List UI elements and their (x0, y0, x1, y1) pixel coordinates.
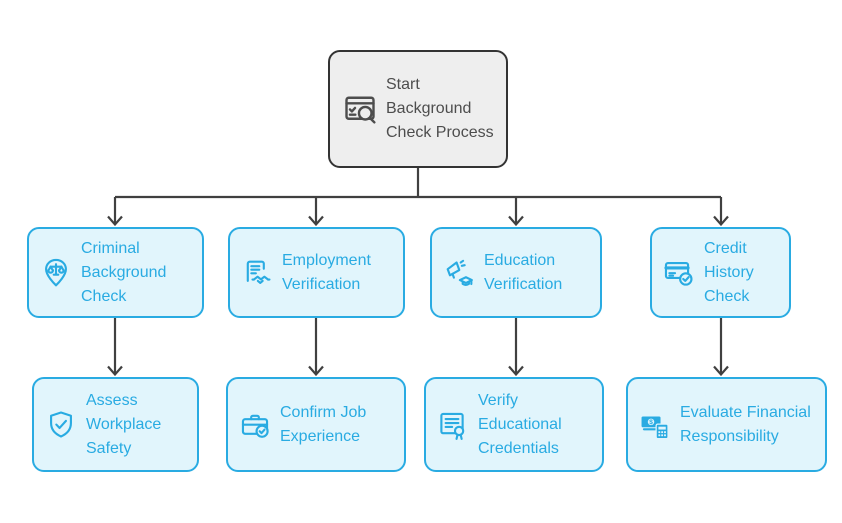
node-verify-educational-credentials: Verify Educational Credentials (424, 377, 604, 472)
arrow-start-to-branches (107, 168, 729, 227)
node-label: Start Background Check Process (386, 76, 494, 141)
node-label: Credit History Check (704, 239, 754, 305)
node-employment-verification: Employment Verification (228, 227, 405, 318)
node-label: Verify Educational Credentials (478, 391, 562, 457)
node-assess-workplace-safety: Assess Workplace Safety (32, 377, 199, 472)
document-handshake-icon (240, 256, 274, 290)
node-credit-history-check: Credit History Check (650, 227, 791, 318)
certificate-ribbon-icon (436, 408, 470, 442)
briefcase-check-badge-icon (238, 408, 272, 442)
svg-text:$: $ (649, 419, 653, 426)
node-label: Confirm Job Experience (280, 403, 367, 445)
node-evaluate-financial-responsibility: $ Evaluate Financial Responsibility (626, 377, 827, 472)
node-label: Assess Workplace Safety (86, 391, 162, 457)
justice-scales-pin-icon (39, 256, 73, 290)
node-label: Employment Verification (282, 251, 371, 293)
money-calculator-icon: $ (638, 408, 672, 442)
background-check-search-icon (342, 91, 378, 127)
node-label: Education Verification (484, 251, 563, 293)
node-criminal-background-check: Criminal Background Check (27, 227, 204, 318)
node-start-background-check: Start Background Check Process (328, 50, 508, 168)
node-label: Evaluate Financial Responsibility (680, 403, 811, 445)
node-education-verification: Education Verification (430, 227, 602, 318)
node-label: Criminal Background Check (81, 239, 167, 305)
credit-card-check-icon (662, 256, 696, 290)
megaphone-graduation-cap-icon (442, 256, 476, 290)
shield-check-icon (44, 408, 78, 442)
node-confirm-job-experience: Confirm Job Experience (226, 377, 406, 472)
arrow-checks-to-outcomes (107, 318, 729, 377)
